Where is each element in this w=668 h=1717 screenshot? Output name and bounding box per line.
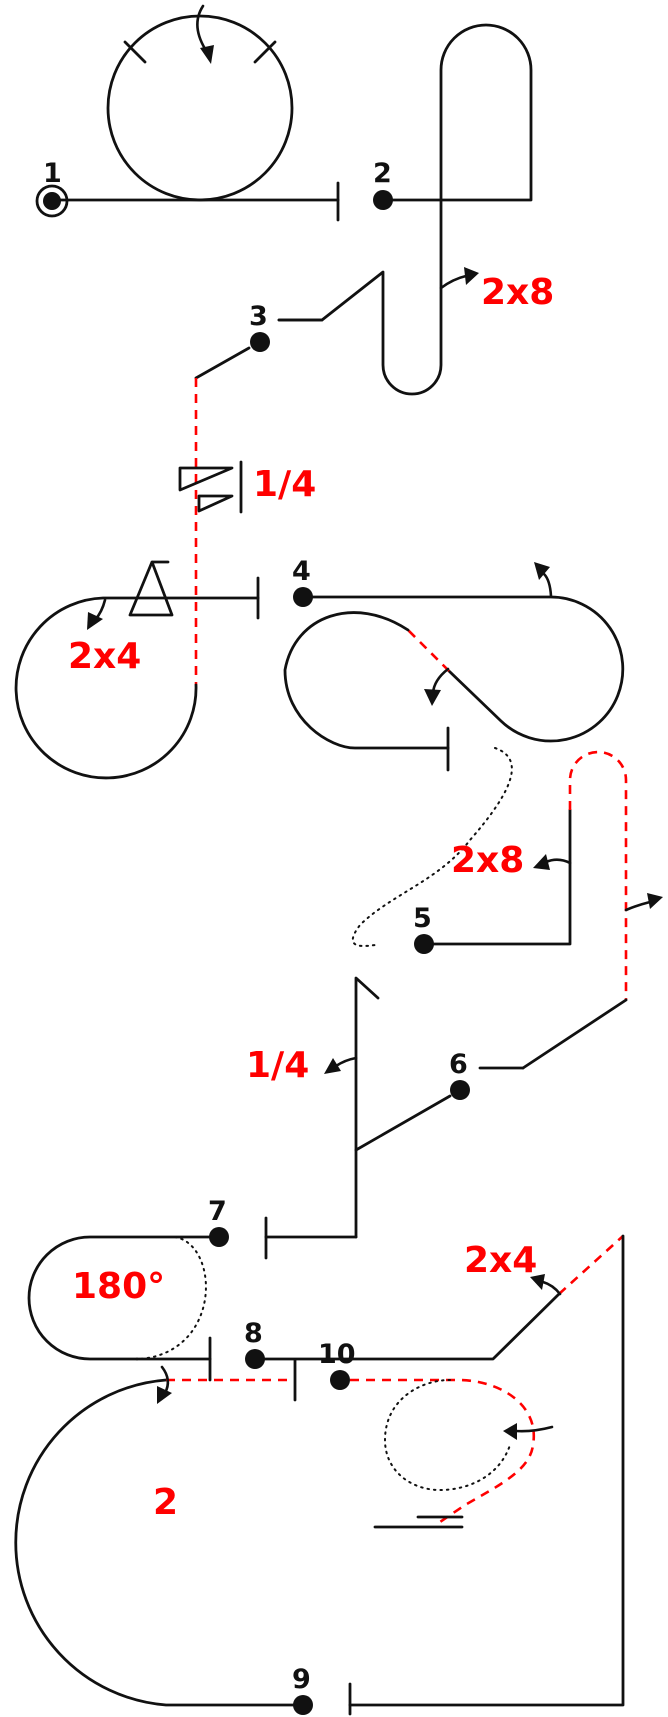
figure-number-2: 2 [373, 158, 392, 189]
annotation-2x4-right: 2x4 [464, 1240, 537, 1281]
point-9 [293, 1695, 313, 1715]
segment-9-10: 2 10 [14, 1339, 554, 1707]
figure-number-6: 6 [449, 1049, 468, 1080]
start-ring-icon [35, 184, 69, 218]
hairpin-path [277, 23, 533, 396]
arrowhead-icon [533, 854, 550, 870]
segment-5-6: 5 2x8 6 [413, 750, 663, 1100]
annotation-2x4-left: 2x4 [68, 636, 141, 677]
track-line [432, 808, 572, 946]
figure-number-8: 8 [244, 1318, 263, 1349]
arrowhead-icon [324, 1058, 341, 1074]
arrowhead-icon [647, 893, 663, 909]
arrowhead-icon [503, 1423, 517, 1440]
dashed-diagonal [558, 1235, 624, 1295]
arrow-curve-icon [431, 667, 450, 695]
dotted-final-loop [383, 1379, 511, 1492]
arrowhead-icon [534, 562, 550, 580]
track-line [263, 1292, 561, 1361]
arrow-curve-icon [334, 1056, 358, 1068]
right-boundary-line [348, 1234, 625, 1707]
arrow-curve-icon [196, 4, 209, 54]
loop-tick-left [123, 40, 147, 64]
arrowhead-icon [464, 267, 479, 285]
dotted-transition [351, 747, 513, 947]
arrowhead-icon [200, 45, 214, 64]
arrow-curve-icon [541, 1280, 562, 1296]
segment-7-8: 180° 8 [27, 1235, 265, 1382]
loop-circle-top [106, 14, 294, 202]
figure-number-7: 7 [208, 1196, 227, 1227]
arrow-curve-icon [544, 858, 572, 865]
point-6 [450, 1080, 470, 1100]
figure-number-10: 10 [318, 1339, 356, 1370]
figure-eight-lower [283, 611, 450, 750]
point-2 [373, 190, 393, 210]
dashed-hairpin [568, 750, 628, 1000]
track-line [521, 998, 628, 1070]
dotted-half-loop [139, 1236, 207, 1360]
figure-number-3: 3 [249, 301, 268, 332]
arrowhead-icon [157, 1386, 172, 1404]
figure-eight-upper [311, 595, 625, 743]
segment-3-4: 1/4 2x4 4 [14, 346, 316, 780]
annotation-1-4: 1/4 [253, 464, 316, 505]
segment-1-2: 1 2 [35, 4, 393, 222]
figure-number-9: 9 [292, 1664, 311, 1695]
figure-number-4: 4 [292, 556, 311, 587]
cone-icon [128, 560, 174, 617]
point-5 [414, 934, 434, 954]
loop-tick-right [253, 40, 277, 64]
point-3 [250, 332, 270, 352]
arrow-curve-icon [439, 274, 468, 290]
segment-6-7: 1/4 7 [208, 976, 452, 1260]
dashed-crossover [407, 629, 450, 672]
point-10 [330, 1370, 350, 1390]
half-loop-left [27, 1235, 211, 1361]
start-point [43, 192, 61, 210]
segment-4-5 [283, 562, 625, 947]
arrow-curve-icon [542, 572, 553, 598]
segment-8-9: 2x4 9 [263, 1234, 625, 1716]
large-loop-bottom [14, 1378, 295, 1707]
annotation-1-4-mid: 1/4 [246, 1045, 309, 1086]
arrowhead-icon [530, 1274, 545, 1290]
figure-number-5: 5 [413, 903, 432, 934]
arrowhead-icon [87, 612, 103, 630]
segment-2-3: 2x8 3 [249, 23, 554, 396]
track-line [194, 346, 251, 380]
annotation-2x8: 2x8 [481, 272, 554, 313]
annotation-2x8-mid: 2x8 [451, 840, 524, 881]
arrowhead-icon [424, 689, 441, 706]
annotation-2: 2 [153, 1482, 178, 1523]
dashed-final-loop [350, 1378, 536, 1524]
large-loop-left [14, 596, 260, 780]
arrow-curve-icon [514, 1425, 554, 1433]
figure-number-1: 1 [43, 158, 62, 189]
arrow-curve-icon [624, 900, 652, 912]
point-7 [209, 1227, 229, 1247]
brake-symbol-icon [178, 460, 243, 514]
annotation-180: 180° [72, 1266, 165, 1307]
point-4 [293, 587, 313, 607]
point-8 [245, 1349, 265, 1369]
track-line [354, 976, 452, 1152]
